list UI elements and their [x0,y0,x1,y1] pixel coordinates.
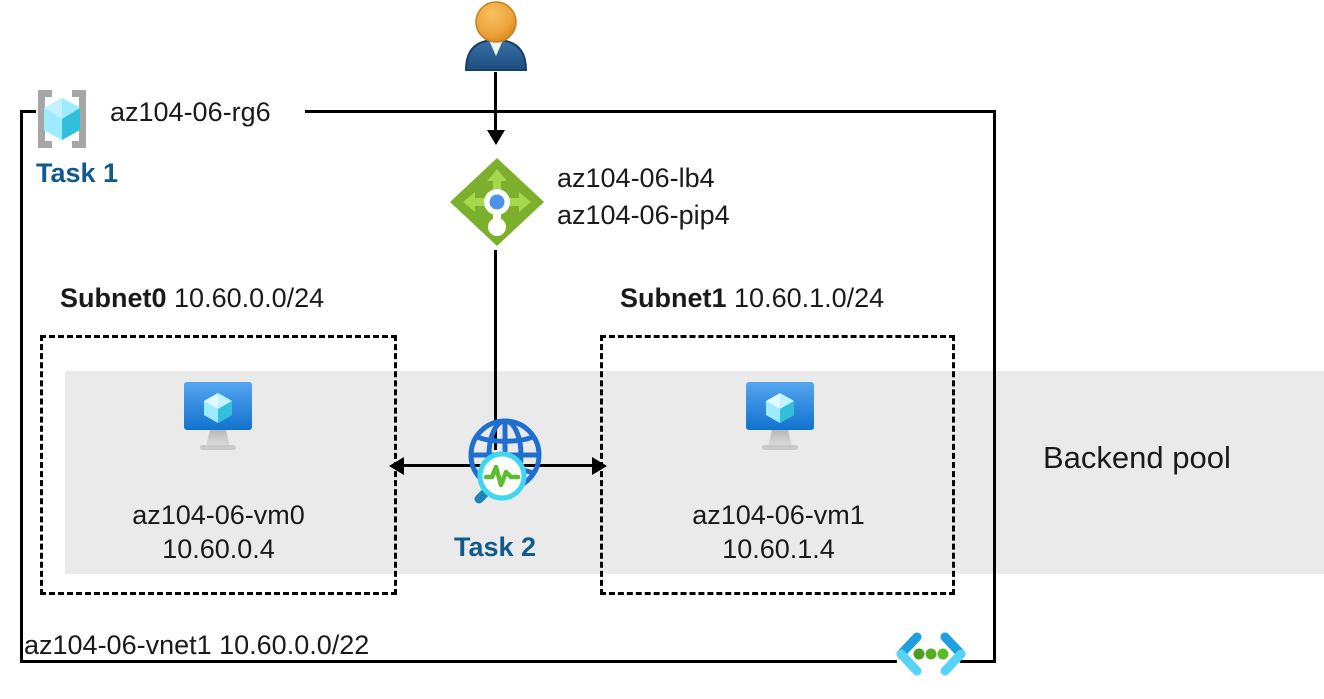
arrow-user-to-loadbalancer-head [487,130,505,145]
resource-group-border-right [993,110,996,663]
virtual-machine-icon-vm1 [742,380,818,454]
subnet0-cidr: 10.60.0.0/24 [174,283,325,313]
resource-group-icon [30,88,94,150]
load-balancer-icon [447,155,547,255]
user-icon [458,0,534,72]
vm1-name: az104-06-vm1 [692,500,865,530]
load-balancer-name: az104-06-lb4 [557,163,715,193]
resource-group-name: az104-06-rg6 [110,97,271,127]
double-arrow-head-left [389,457,404,475]
vm0-label: az104-06-vm0 10.60.0.4 [60,498,377,566]
vm1-ip: 10.60.1.4 [722,534,835,564]
public-ip-name: az104-06-pip4 [557,200,730,230]
resource-group-border-top-right [305,110,996,113]
network-watcher-icon [453,415,545,513]
task-1-label: Task 1 [36,158,119,188]
virtual-machine-icon-vm0 [180,380,256,454]
resource-group-border-top-left [20,110,36,113]
arrow-user-to-loadbalancer-line [494,72,497,138]
task-2-label: Task 2 [453,532,537,562]
virtual-network-icon [894,631,968,677]
resource-group-border-bottom-right [960,660,996,663]
subnet1-name: Subnet1 [620,283,727,313]
vnet-label: az104-06-vnet1 10.60.0.0/22 [24,630,370,660]
double-arrow-head-right [592,457,607,475]
load-balancer-labels: az104-06-lb4 az104-06-pip4 [557,160,730,234]
resource-group-border-left [20,110,23,663]
resource-group-border-bottom-left [20,660,897,663]
backend-pool-label: Backend pool [1043,440,1231,475]
vm0-name: az104-06-vm0 [132,500,305,530]
subnet0-name: Subnet0 [60,283,167,313]
line-loadbalancer-to-networkwatcher [494,250,497,450]
vm1-label: az104-06-vm1 10.60.1.4 [622,498,935,566]
subnet1-cidr: 10.60.1.0/24 [734,283,885,313]
backend-pool-band [65,371,1324,574]
vm0-ip: 10.60.0.4 [162,534,275,564]
subnet1-label: Subnet1 10.60.1.0/24 [620,283,884,314]
subnet0-label: Subnet0 10.60.0.0/24 [60,283,324,314]
